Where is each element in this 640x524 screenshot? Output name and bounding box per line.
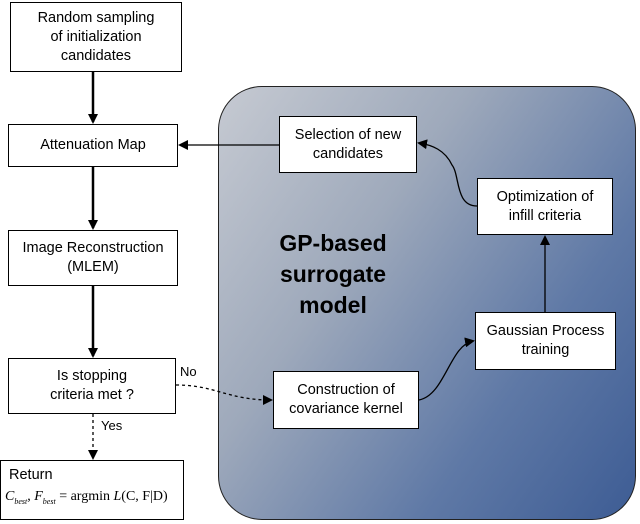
return-label: Return — [9, 467, 53, 483]
arrow-kernel-to-gp — [418, 337, 475, 401]
return-formula: Cbest, Fbest = argmin L(C, F|D) — [5, 489, 168, 506]
panel-title: GP-based surrogate model — [279, 230, 387, 318]
edge-label-no: No — [180, 364, 197, 379]
gaussian-process-box: Gaussian Process training — [475, 312, 616, 370]
attenuation-map-box: Attenuation Map — [8, 124, 178, 167]
optimization-infill-box: Optimization of infill criteria — [477, 178, 613, 235]
construction-kernel-box: Construction of covariance kernel — [273, 371, 419, 429]
selection-candidates-box: Selection of new candidates — [279, 116, 417, 173]
return-box: Return Cbest, Fbest = argmin L(C, F|D) — [0, 460, 184, 520]
arrow-stopping-to-kernel — [175, 384, 273, 405]
random-sampling-box: Random sampling of initialization candid… — [10, 2, 182, 72]
arrow-optimization-to-selection — [417, 139, 478, 207]
stopping-criteria-box: Is stopping criteria met ? — [8, 358, 176, 414]
edge-label-yes: Yes — [101, 418, 123, 433]
image-reconstruction-box: Image Reconstruction (MLEM) — [8, 230, 178, 286]
